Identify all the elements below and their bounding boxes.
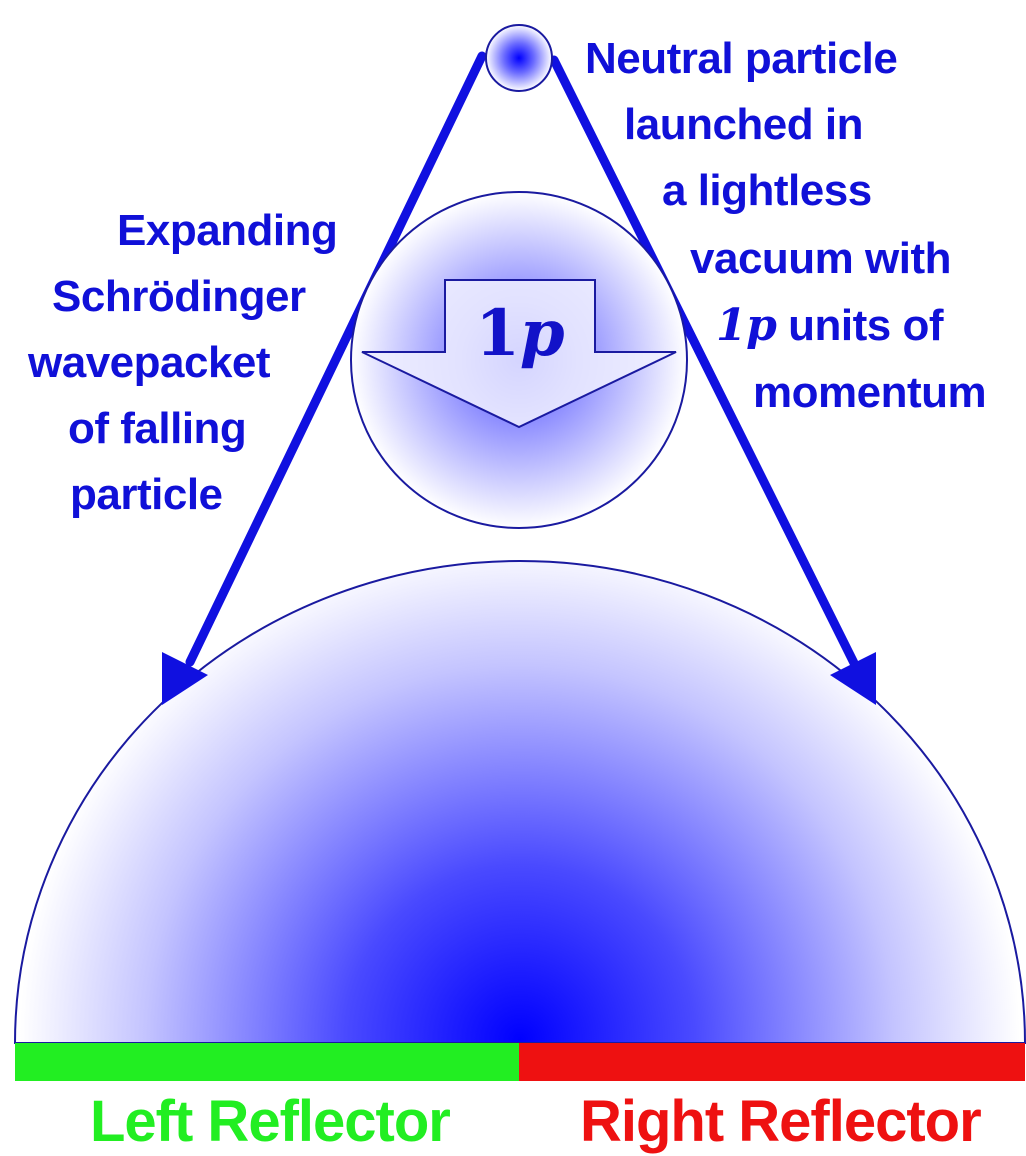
right-text-line-5: 1p units of (716, 293, 943, 359)
left-text-line-1: Expanding (117, 206, 338, 255)
right-arrowhead (830, 652, 876, 705)
right-momentum-variable: p (746, 300, 777, 351)
momentum-arrow (361, 279, 677, 429)
left-arrowhead (162, 652, 208, 705)
left-text-line-3: wavepacket (28, 338, 271, 387)
right-momentum-number: 1 (716, 300, 747, 351)
right-trajectory-line (549, 55, 860, 670)
left-text-line-4: of falling (68, 404, 247, 453)
left-trajectory-line (185, 51, 487, 667)
right-text-line-6: momentum (753, 368, 987, 417)
left-reflector-bar (15, 1043, 519, 1081)
right-text-line-4: vacuum with (690, 234, 952, 283)
right-reflector-label: Right Reflector (580, 1089, 982, 1154)
right-text-line-3: a lightless (662, 166, 872, 215)
momentum-number: 1 (475, 296, 520, 371)
left-reflector-label: Left Reflector (90, 1089, 451, 1154)
right-text-line-1: Neutral particle (585, 34, 898, 83)
left-text-line-2: Schrödinger (52, 272, 306, 321)
momentum-variable: p (519, 296, 565, 371)
momentum-arrow-label: 1p (420, 294, 620, 374)
wavepacket-dome (13, 560, 1026, 1044)
particle (485, 24, 553, 92)
right-reflector-bar (519, 1043, 1025, 1081)
right-units-text: units of (776, 301, 943, 350)
left-text-line-5: particle (70, 470, 223, 519)
right-text-line-2: launched in (624, 100, 863, 149)
